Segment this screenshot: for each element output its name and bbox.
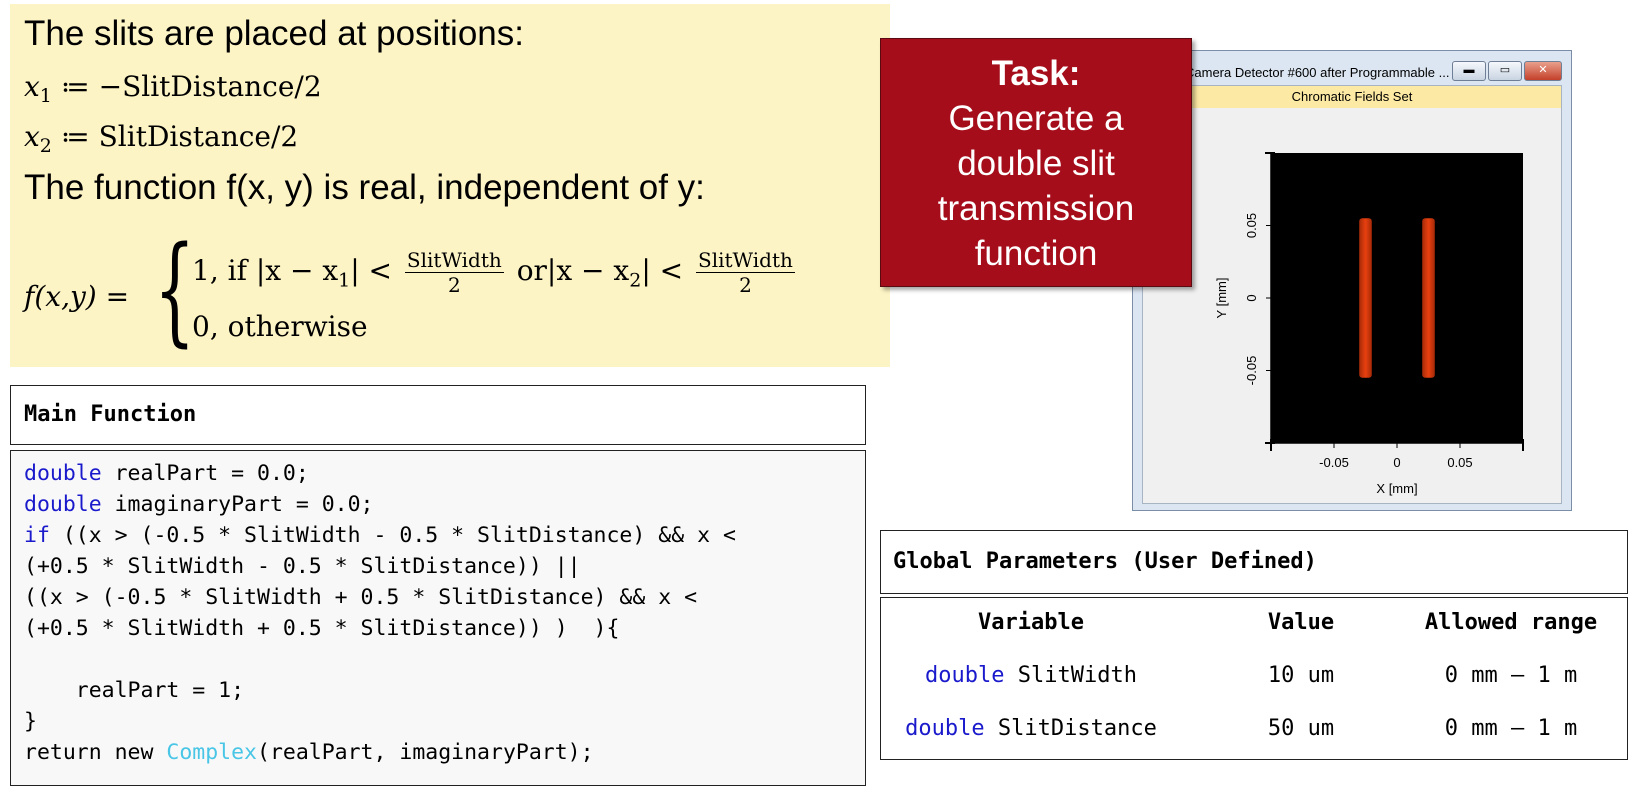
equation-case-2: 0, otherwise [192,310,368,343]
slits-intro-text: The slits are placed at positions: [24,14,524,53]
y-tick-label: -0.05 [1244,356,1259,386]
task-line: transmission [937,189,1135,228]
slit-1 [1359,218,1372,378]
window-title: Camera Detector #600 after Programmable … [1185,65,1450,80]
code-line: double realPart = 0.0; [24,461,309,486]
param-range-slitdistance: 0 mm – 1 m [1444,716,1578,741]
main-function-title: Main Function [24,402,197,427]
function-description-text: The function f(x, y) is real, independen… [24,168,705,207]
task-line: function [974,234,1098,273]
header-variable: Variable [978,610,1084,635]
global-parameters-title: Global Parameters (User Defined) [893,549,1317,574]
code-line: (+0.5 * SlitWidth + 0.5 * SlitDistance))… [24,616,620,641]
global-parameters-table: Variable Value Allowed range double Slit… [880,597,1628,760]
x-tick-label: 0 [1393,455,1400,470]
equation-brace: { [154,220,196,358]
x-tick-label: 0.05 [1447,455,1472,470]
plot-background [1271,153,1523,443]
param-variable-slitwidth[interactable]: double SlitWidth [925,663,1137,688]
code-line: if ((x > (-0.5 * SlitWidth - 0.5 * SlitD… [24,523,736,548]
equation-lhs: f(x,y) = [24,280,130,313]
maximize-button[interactable]: ▭ [1488,61,1522,81]
x1-definition: x1 ≔ −SlitDistance/2 [24,70,322,107]
task-callout: Task: Generate a double slit transmissio… [880,38,1192,287]
y-axis-label: Y [mm] [1214,278,1229,319]
code-line: (+0.5 * SlitWidth - 0.5 * SlitDistance))… [24,554,581,579]
code-line: double imaginaryPart = 0.0; [24,492,374,517]
task-line: Generate a [948,99,1124,138]
param-value-slitdistance[interactable]: 50 um [1267,716,1335,741]
camera-detector-window[interactable]: Camera Detector #600 after Programmable … [1132,50,1572,511]
param-range-slitwidth: 0 mm – 1 m [1444,663,1578,688]
detector-plot[interactable]: -0.05 0 0.05 0.05 0 -0.05 X [mm] Y [mm] [1143,108,1561,503]
slit-2 [1422,218,1435,378]
close-button[interactable]: ✕ [1524,61,1562,81]
close-icon: ✕ [1538,64,1548,76]
param-value-slitwidth[interactable]: 10 um [1267,663,1335,688]
code-line: } [24,709,37,734]
param-variable-slitdistance[interactable]: double SlitDistance [905,716,1157,741]
maximize-icon: ▭ [1499,64,1511,76]
window-titlebar[interactable]: Camera Detector #600 after Programmable … [1133,51,1571,84]
main-function-code-editor[interactable]: double realPart = 0.0; double imaginaryP… [10,450,866,786]
y-tick-label: 0 [1244,294,1259,301]
header-allowed-range: Allowed range [1424,610,1598,635]
x2-definition: x2 ≔ SlitDistance/2 [24,120,299,157]
header-value: Value [1267,610,1335,635]
minimize-icon: ▬ [1463,64,1475,76]
code-line: realPart = 1; [24,678,245,703]
task-title: Task: [991,54,1081,93]
global-parameters-header: Global Parameters (User Defined) [880,530,1628,594]
x-tick-label: -0.05 [1319,455,1349,470]
main-function-header: Main Function [10,385,866,445]
code-line-return: return new Complex(realPart, imaginaryPa… [24,740,594,765]
code-line: ((x > (-0.5 * SlitWidth + 0.5 * SlitDist… [24,585,698,610]
math-description-panel: The slits are placed at positions: x1 ≔ … [10,4,890,367]
y-tick-label: 0.05 [1244,213,1259,238]
x-axis-label: X [mm] [1376,481,1417,496]
task-line: double slit [957,144,1115,183]
minimize-button[interactable]: ▬ [1452,61,1486,81]
chromatic-fields-banner: Chromatic Fields Set [1143,86,1561,108]
